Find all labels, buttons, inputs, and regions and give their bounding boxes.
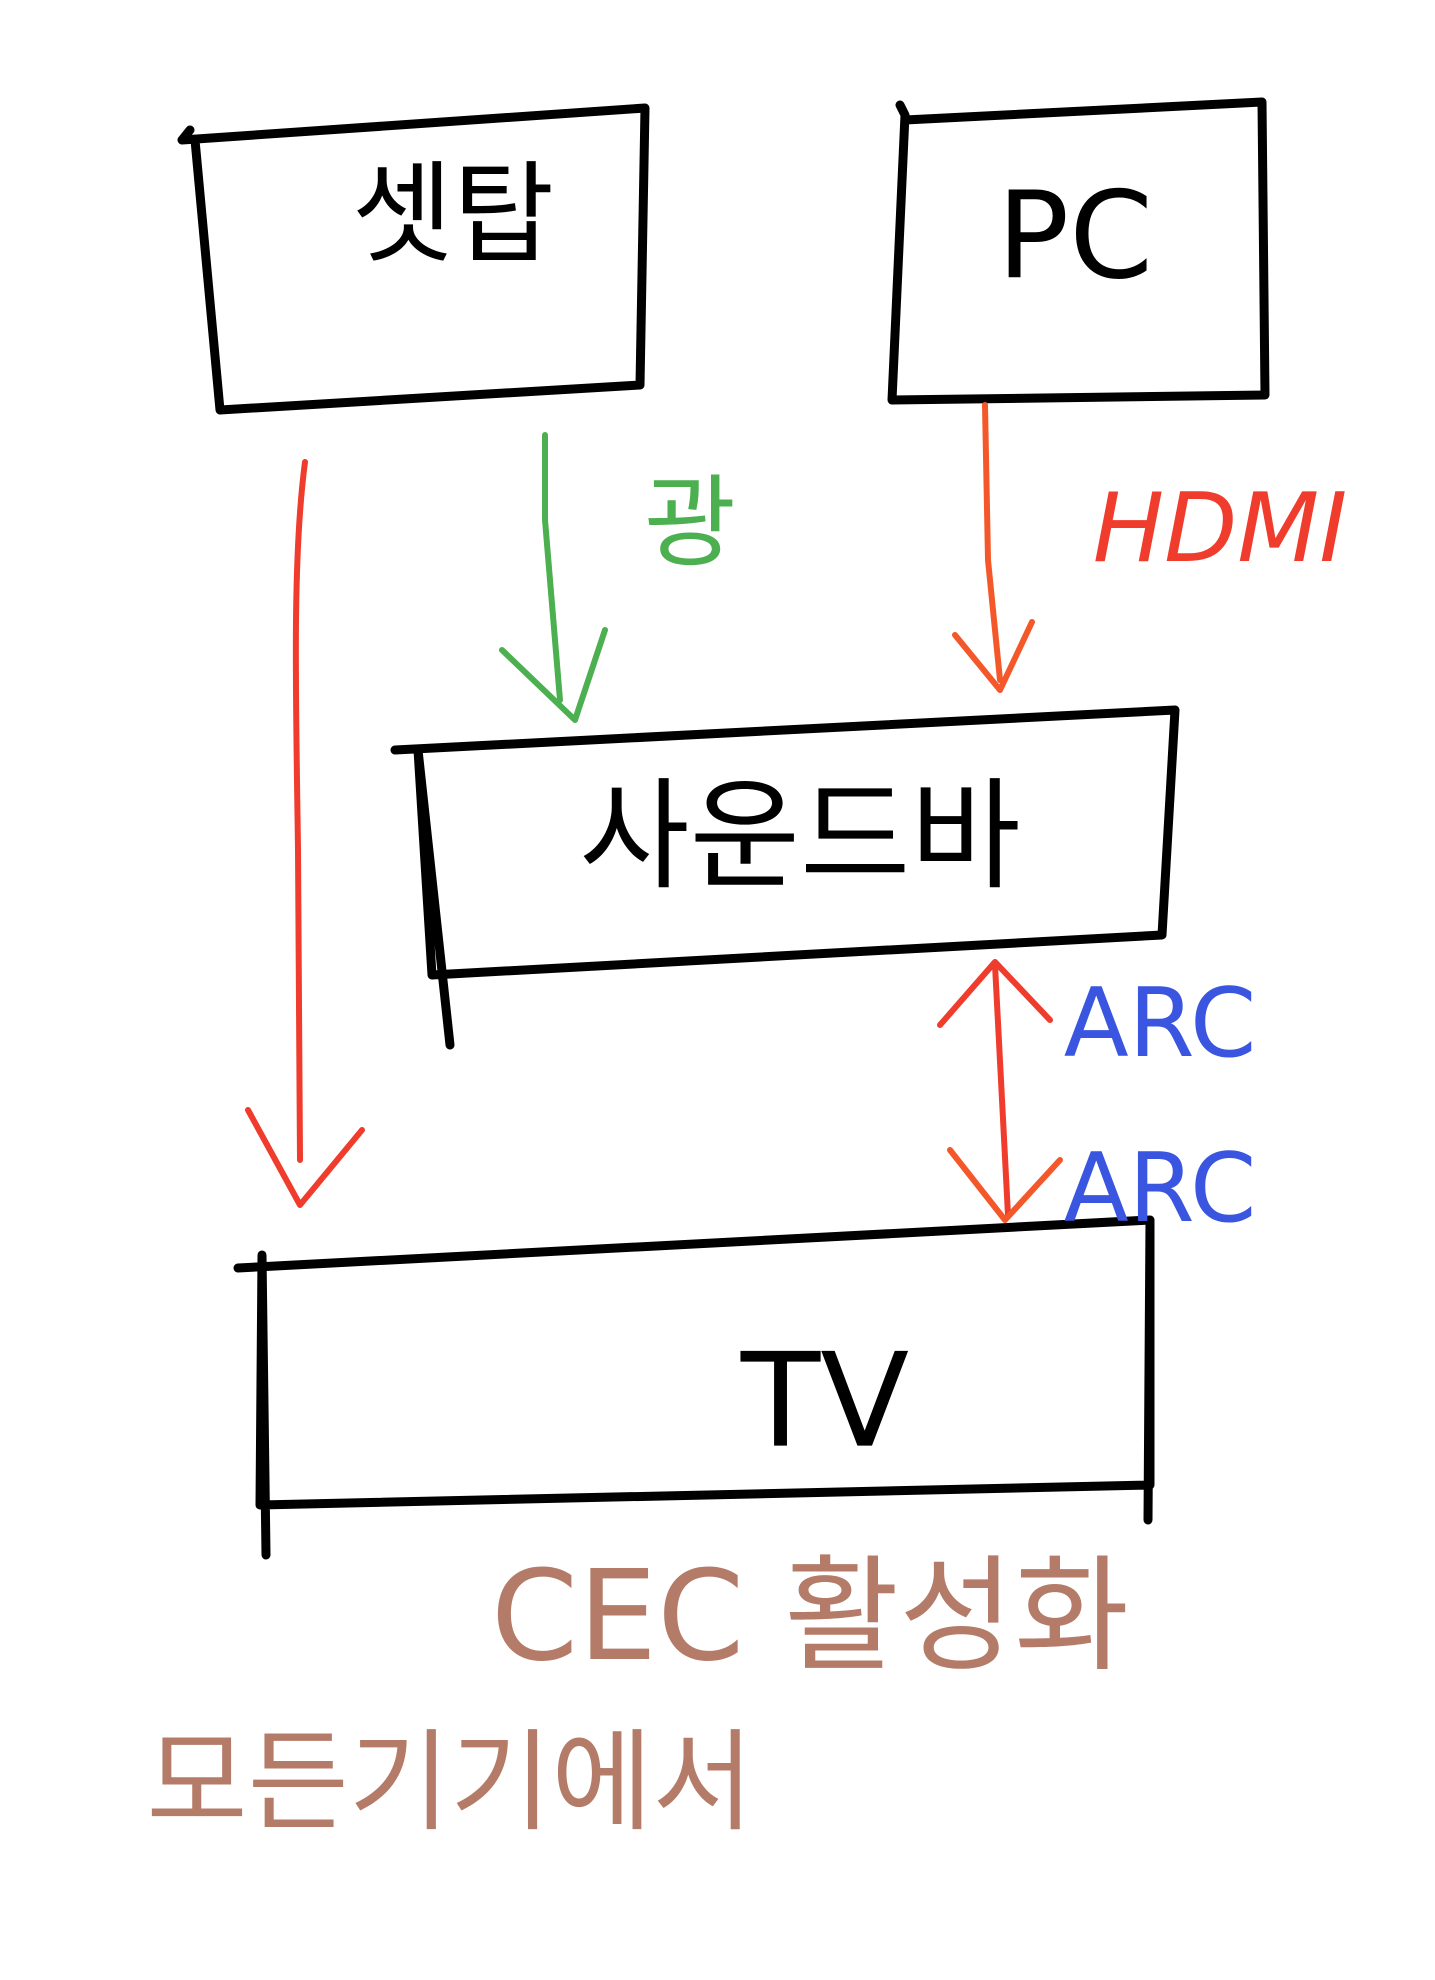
arc-label-bottom: ARC — [1064, 1134, 1257, 1244]
tv-label: TV — [740, 1325, 909, 1477]
optical-arrow: 광 — [499, 432, 736, 723]
tv-node: TV — [233, 1215, 1155, 1560]
note-line1: CEC 활성화 — [491, 1544, 1129, 1689]
settop-label: 셋탑 — [352, 150, 554, 278]
cec-note: CEC 활성화 모든기기에서 — [146, 1544, 1129, 1846]
hdmi-label: HDMI — [1093, 474, 1348, 584]
pc-node: PC — [887, 97, 1270, 405]
settop-box — [177, 103, 650, 415]
settop-node: 셋탑 — [177, 103, 650, 415]
tv-box — [233, 1215, 1155, 1560]
arrowhead-icon — [245, 1107, 365, 1208]
soundbar-label: 사운드바 — [579, 768, 1021, 907]
arrowhead-up-icon — [937, 959, 1053, 1028]
optical-label: 광 — [644, 464, 736, 581]
arrowhead-icon — [499, 627, 608, 723]
settop-to-tv-arrow — [245, 459, 365, 1208]
arc-arrow: ARC ARC — [937, 959, 1257, 1244]
pc-box — [887, 97, 1270, 405]
arrowhead-down-icon — [947, 1147, 1063, 1223]
soundbar-box — [390, 705, 1180, 1050]
soundbar-node: 사운드바 — [390, 705, 1180, 1050]
pc-label: PC — [997, 168, 1153, 307]
arc-label-top: ARC — [1064, 969, 1257, 1079]
hdmi-arrow: HDMI — [952, 402, 1348, 693]
note-line2: 모든기기에서 — [146, 1718, 753, 1846]
arrowhead-icon — [952, 619, 1035, 693]
